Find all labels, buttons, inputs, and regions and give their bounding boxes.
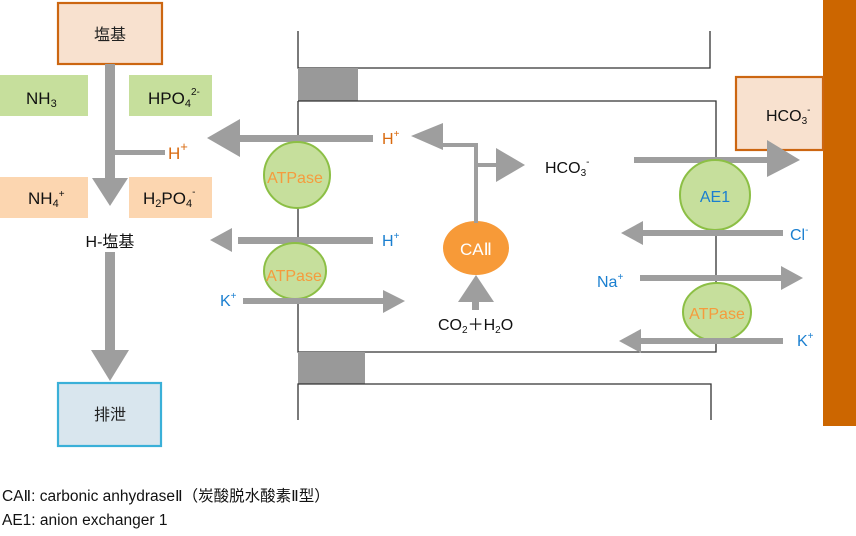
- ca2-h-arrowhead: [411, 123, 443, 150]
- na-k-atpase-na-shaft: [640, 275, 783, 281]
- excretion-flow-arrowhead: [91, 350, 129, 381]
- ca2-enzyme: [443, 221, 509, 275]
- h2po4-label: H2PO4-: [143, 187, 195, 210]
- h-base-label: H-塩基: [86, 233, 135, 251]
- hpo4-label: HPO42-: [148, 87, 200, 110]
- ca2-hco3-branch: [478, 163, 498, 167]
- lower-neighbor-cell: [297, 383, 712, 420]
- ae1-label: AE1: [700, 189, 730, 206]
- h-atpase-pump: [263, 141, 331, 209]
- nh4-box: [0, 177, 88, 218]
- hk-atpase-k-arrow-shaft: [243, 298, 385, 304]
- h-plus-lumen-label: H+: [168, 139, 188, 163]
- k-plus-lumen-label: K+: [220, 291, 237, 310]
- nh3-box: [0, 75, 88, 116]
- legend-ae1: AE1: anion exchanger 1: [2, 512, 168, 529]
- ae1-hco3-arrowhead: [767, 140, 800, 177]
- h-plus-cell-mid-label: H+: [382, 231, 400, 250]
- ca2-stem: [474, 143, 478, 223]
- excretion-flow-shaft: [105, 252, 115, 354]
- tight-junction-top: [298, 68, 358, 101]
- k-plus-blood-label: K+: [797, 331, 814, 350]
- h-plus-cell-top-label: H+: [382, 129, 400, 148]
- base-box-label: 塩基: [94, 26, 126, 44]
- excretion-box-label: 排泄: [94, 406, 126, 424]
- hk-atpase-h-arrowhead: [210, 228, 232, 252]
- ae1-hco3-arrow-shaft: [634, 157, 774, 163]
- h-atpase-label: ATPase: [267, 170, 323, 187]
- ae1-cl-arrow-shaft: [640, 230, 783, 236]
- co2-up-arrowhead: [458, 275, 494, 302]
- ca2-label: CAⅡ: [460, 240, 492, 259]
- h2po4-box: [129, 177, 212, 218]
- excretion-box: [56, 381, 163, 448]
- ca2-h-branch: [442, 143, 478, 147]
- co2-h2o-label: CO2＋H2O: [438, 317, 513, 336]
- hco3-cell-label: HCO3-: [545, 157, 589, 179]
- nh3-label: NH3: [26, 89, 57, 110]
- na-k-atpase-label: ATPase: [689, 306, 745, 323]
- na-k-atpase-k-shaft: [640, 338, 783, 344]
- upper-neighbor-cell: [297, 31, 711, 69]
- base-flow-shaft: [105, 64, 115, 180]
- hco3-blood-label: HCO3-: [766, 105, 810, 127]
- cl-minus-label: Cl-: [790, 225, 808, 244]
- hk-atpase-h-arrow-shaft: [238, 237, 373, 244]
- co2-up-arrow-stem: [472, 300, 479, 310]
- nh4-label: NH4+: [28, 189, 65, 210]
- ae1-cl-arrowhead: [621, 221, 643, 245]
- legend-ca2: CAⅡ: carbonic anhydraseⅡ（炭酸脱水酸素Ⅱ型）: [2, 488, 330, 505]
- tight-junction-bottom: [298, 352, 365, 384]
- blood-side-bar: [823, 0, 856, 426]
- na-k-atpase-k-arrowhead: [619, 329, 641, 353]
- h-plus-join-line: [115, 150, 165, 155]
- hk-atpase-label: ATPase: [266, 268, 322, 285]
- na-k-atpase-na-arrowhead: [781, 266, 803, 290]
- ca2-hco3-arrowhead: [496, 148, 525, 182]
- base-flow-arrowhead: [92, 178, 128, 206]
- na-plus-label: Na+: [597, 272, 623, 291]
- hk-atpase-k-arrowhead: [383, 290, 405, 313]
- hpo4-box: [129, 75, 212, 116]
- h-atpase-arrowhead: [207, 119, 240, 157]
- h-atpase-arrow-shaft: [238, 135, 373, 142]
